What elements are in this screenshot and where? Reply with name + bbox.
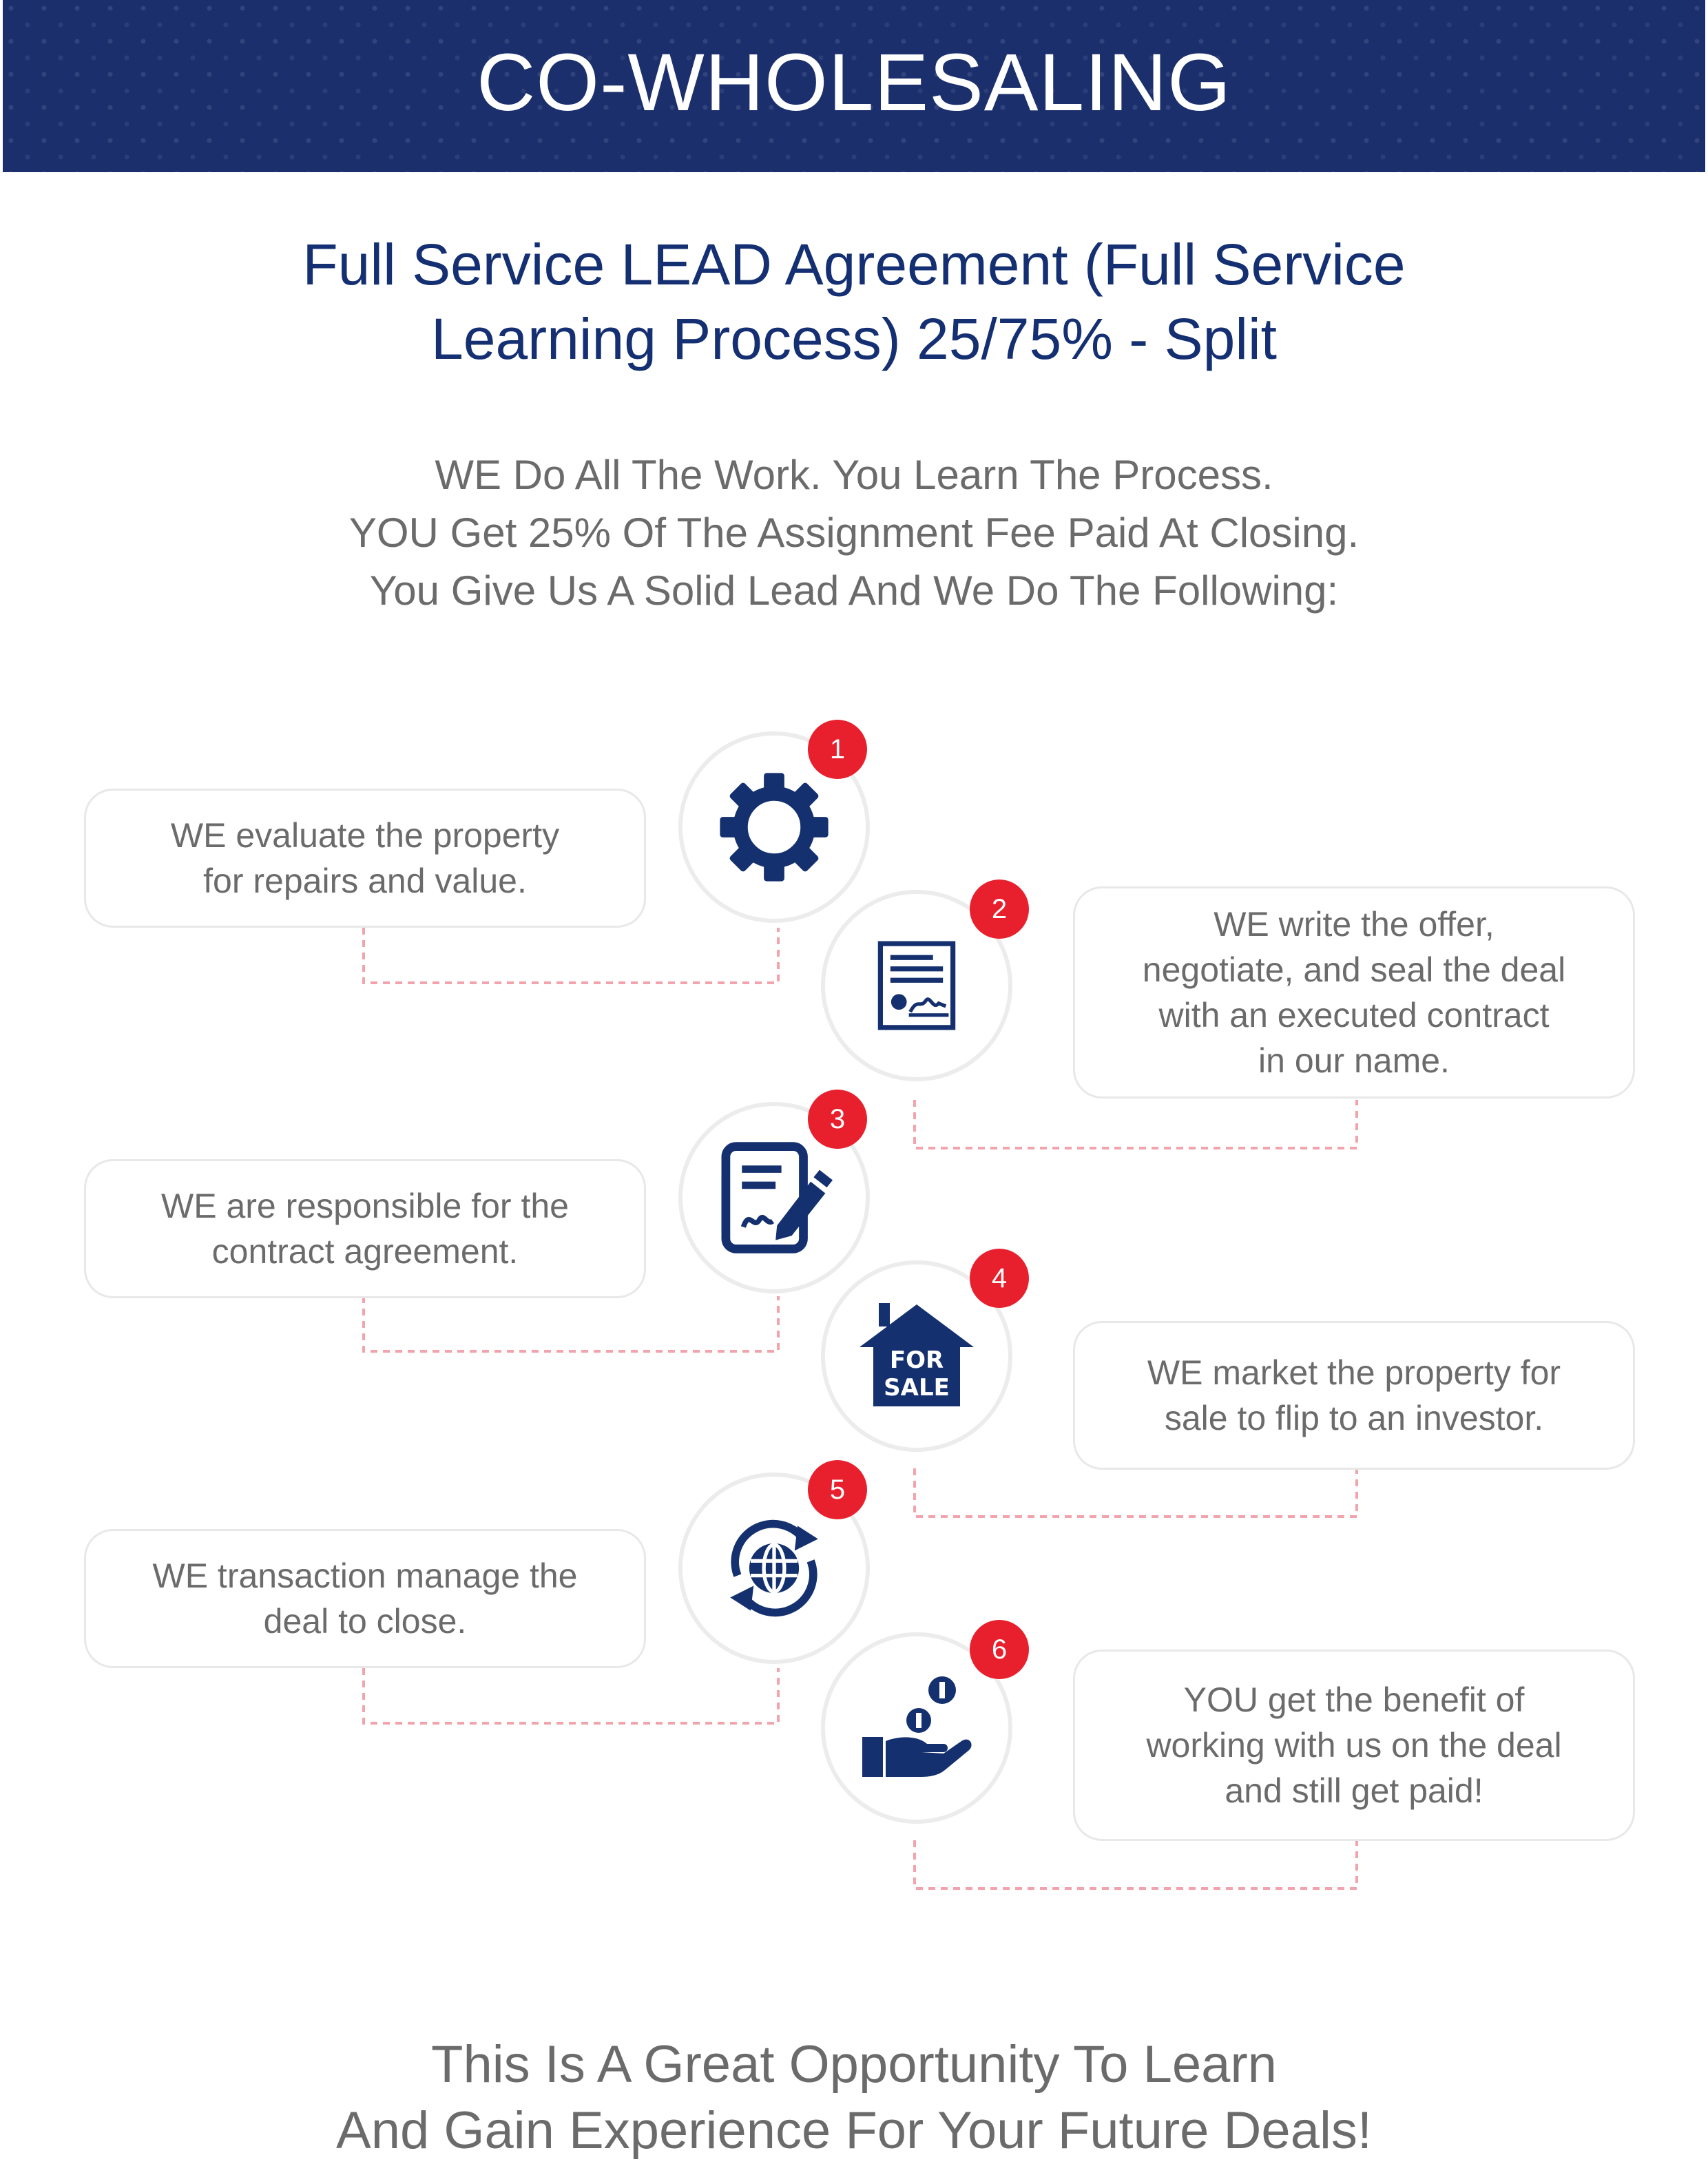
step-3-line-2: contract agreement. <box>211 1232 519 1271</box>
step-4-badge: 4 <box>970 1249 1029 1308</box>
step-5-line-2: deal to close. <box>263 1602 467 1641</box>
step-6-line-2: working with us on the deal <box>1146 1726 1562 1765</box>
step-2-badge: 2 <box>970 880 1029 939</box>
closing-text: This Is A Great Opportunity To Learn And… <box>165 2032 1543 2164</box>
for-sale-text-2: SALE <box>884 1374 950 1402</box>
step-3-card: WE are responsible for the contract agre… <box>84 1159 646 1298</box>
step-2-line-4: in our name. <box>1258 1041 1450 1080</box>
step-3-line-1: WE are responsible for the <box>161 1187 569 1225</box>
step-1-badge: 1 <box>808 720 867 779</box>
step-6-icon-circle <box>821 1632 1012 1824</box>
page-subtitle: Full Service LEAD Agreement (Full Servic… <box>165 227 1543 376</box>
intro-text: WE Do All The Work. You Learn The Proces… <box>165 446 1543 620</box>
step-2-line-1: WE write the offer, <box>1214 905 1494 944</box>
connector-6 <box>913 1840 1358 1890</box>
step-6-badge: 6 <box>970 1620 1029 1679</box>
step-6-card: YOU get the benefit of working with us o… <box>1073 1650 1635 1841</box>
subtitle-line-1: Full Service LEAD Agreement (Full Servic… <box>302 232 1406 297</box>
step-1-line-1: WE evaluate the property <box>170 816 560 855</box>
step-1-line-2: for repairs and value. <box>203 862 527 900</box>
step-2-line-2: negotiate, and seal the deal <box>1142 950 1566 989</box>
connector-1 <box>362 928 780 984</box>
step-6-line-3: and still get paid! <box>1225 1771 1483 1810</box>
step-6-line-1: YOU get the benefit of <box>1183 1680 1525 1719</box>
closing-line-2: And Gain Experience For Your Future Deal… <box>336 2101 1372 2160</box>
header-banner: CO-WHOLESALING <box>3 0 1705 172</box>
step-1-card: WE evaluate the property for repairs and… <box>84 789 646 928</box>
step-3-icon-circle <box>678 1102 870 1293</box>
connector-3 <box>362 1296 780 1353</box>
step-5-badge: 5 <box>808 1460 867 1519</box>
connector-2 <box>913 1100 1358 1149</box>
step-2-card: WE write the offer, negotiate, and seal … <box>1073 886 1635 1099</box>
contract-document-icon <box>877 941 956 1030</box>
closing-line-1: This Is A Great Opportunity To Learn <box>431 2035 1277 2094</box>
intro-line-3: You Give Us A Solid Lead And We Do The F… <box>369 568 1339 614</box>
step-4-card: WE market the property for sale to flip … <box>1073 1321 1635 1470</box>
connector-5 <box>362 1668 780 1725</box>
for-sale-house-icon: FOR SALE <box>860 1303 974 1406</box>
banner-title: CO-WHOLESALING <box>477 37 1231 128</box>
step-4-line-1: WE market the property for <box>1147 1353 1561 1392</box>
intro-line-2: YOU Get 25% Of The Assignment Fee Paid A… <box>348 510 1360 556</box>
subtitle-line-2: Learning Process) 25/75% - Split <box>431 306 1277 371</box>
step-5-card: WE transaction manage the deal to close. <box>84 1529 646 1668</box>
signing-pen-icon <box>721 1142 833 1253</box>
intro-line-1: WE Do All The Work. You Learn The Proces… <box>435 452 1273 498</box>
step-5-line-1: WE transaction manage the <box>152 1557 578 1595</box>
gear-icon <box>720 773 829 882</box>
step-2-icon-circle <box>821 890 1012 1081</box>
step-2-line-3: with an executed contract <box>1158 996 1550 1034</box>
for-sale-text-1: FOR <box>890 1346 944 1374</box>
step-3-badge: 3 <box>808 1090 867 1149</box>
globe-refresh-icon <box>730 1519 818 1617</box>
connector-4 <box>913 1468 1358 1518</box>
step-4-line-2: sale to flip to an investor. <box>1164 1399 1544 1437</box>
coins-hand-icon <box>862 1676 972 1777</box>
